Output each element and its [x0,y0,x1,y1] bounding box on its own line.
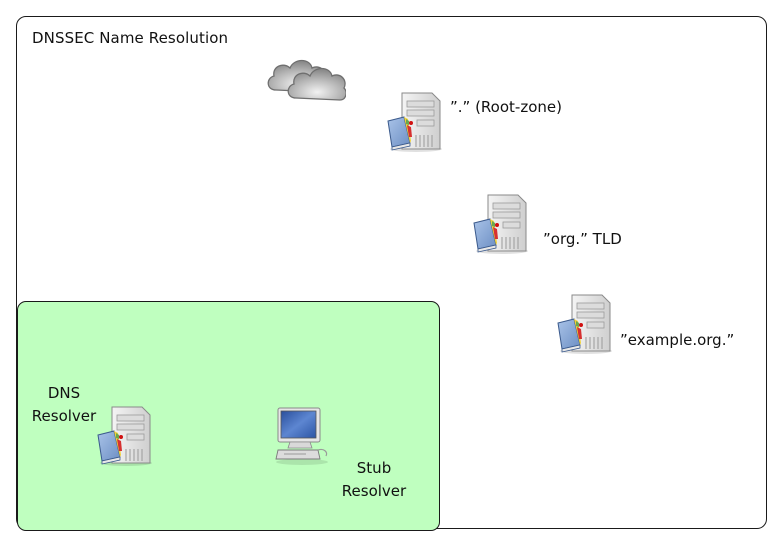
dns-resolver-label: DNS Resolver [28,382,100,428]
root-zone-server-icon [384,91,444,153]
stub-resolver-label-line2: Resolver [341,482,407,500]
org-tld-server-icon [470,193,530,255]
local-network-box [17,301,440,531]
dns-resolver-label-line1: DNS [47,384,81,402]
diagram-title: DNSSEC Name Resolution [32,29,229,47]
stub-resolver-label: Stub Resolver [338,457,410,503]
dns-resolver-server-icon [94,405,154,467]
example-org-server-icon [554,293,614,355]
stub-resolver-computer-icon [272,406,332,466]
org-tld-label: ”org.” TLD [543,230,622,248]
root-zone-label: ”.” (Root-zone) [450,98,562,116]
cloud-icon [262,50,346,102]
dns-resolver-label-line2: Resolver [31,407,97,425]
stub-resolver-label-line1: Stub [356,459,392,477]
example-org-label: ”example.org.” [620,331,735,349]
